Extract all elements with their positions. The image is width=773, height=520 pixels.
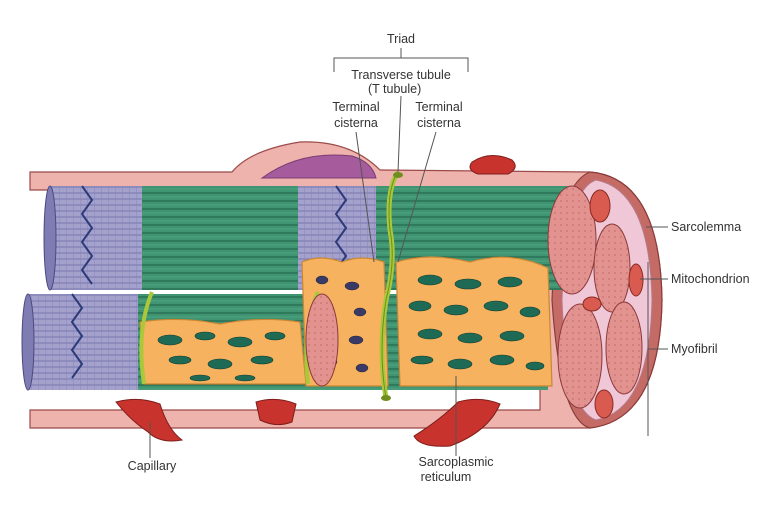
- label-triad: Triad: [387, 32, 415, 46]
- label-mitochondrion: Mitochondrion: [671, 272, 750, 286]
- mitochondria: [582, 189, 644, 419]
- label-t-tubule-line1: Transverse tubule: [351, 68, 451, 82]
- label-capillary: Capillary: [128, 459, 177, 473]
- label-terminal-cisterna-left-line1: Terminal: [332, 100, 379, 114]
- label-sr-line1: Sarcoplasmic: [418, 455, 493, 469]
- capillaries: [115, 155, 516, 447]
- label-sr-line2: reticulum: [421, 470, 472, 484]
- label-leaders: [149, 48, 668, 458]
- label-sarcolemma: Sarcolemma: [671, 220, 741, 234]
- label-terminal-cisterna-left-line2: cisterna: [334, 116, 378, 130]
- label-myofibril: Myofibril: [671, 342, 718, 356]
- label-terminal-cisterna-right-line2: cisterna: [417, 116, 461, 130]
- label-terminal-cisterna-right-line1: Terminal: [415, 100, 462, 114]
- label-t-tubule-line2: (T tubule): [368, 82, 421, 96]
- myofibril-cross-sections: [305, 185, 643, 409]
